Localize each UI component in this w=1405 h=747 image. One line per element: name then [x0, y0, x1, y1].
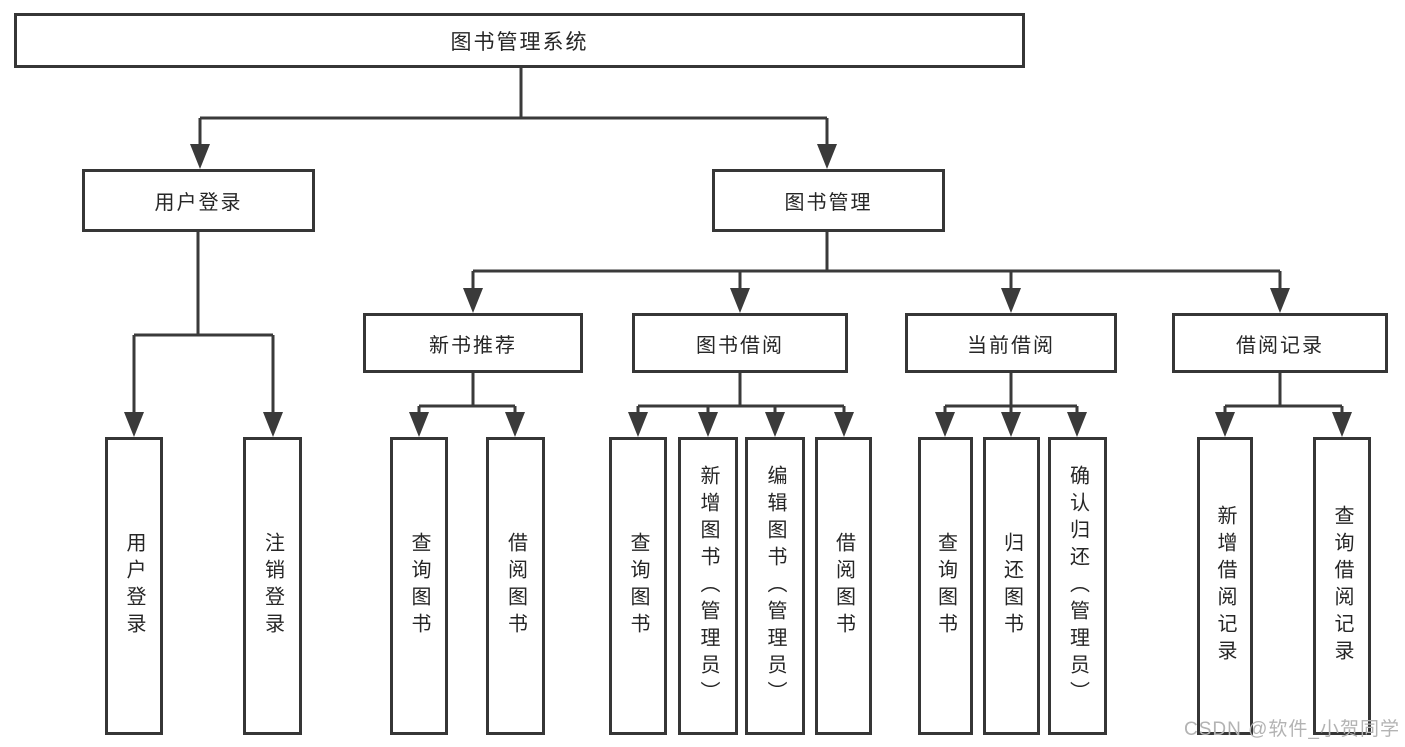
node-book-borrow: 图书借阅 [632, 313, 848, 373]
leaf-label: 查询图书 [627, 532, 649, 640]
leaf-nbr-borrow-book: 借阅图书 [486, 437, 545, 735]
leaf-bb-query-book: 查询图书 [609, 437, 667, 735]
arrowhead [628, 412, 648, 437]
arrowhead [124, 412, 144, 437]
arrowhead [190, 144, 210, 169]
leaf-label: 查询图书 [408, 532, 430, 640]
node-system-root: 图书管理系统 [14, 13, 1025, 68]
edge-root-branch [198, 68, 829, 146]
leaf-label: 确认归还（管理员） [1066, 464, 1089, 708]
edge-borrow-record-branch [1223, 373, 1344, 414]
leaf-bb-edit-book-admin: 编辑图书（管理员） [745, 437, 805, 735]
node-new-book-recommend: 新书推荐 [363, 313, 583, 373]
node-book-management: 图书管理 [712, 169, 945, 232]
arrowhead [730, 288, 750, 313]
edge-new-book-branch [417, 373, 517, 414]
edge-user-login-branch [132, 232, 275, 414]
leaf-label: 新增图书（管理员） [697, 464, 719, 708]
arrowhead [263, 412, 283, 437]
leaf-user-login: 用户登录 [105, 437, 163, 735]
edge-book-borrow-branch [636, 373, 846, 414]
leaf-bb-add-book-admin: 新增图书（管理员） [678, 437, 738, 735]
arrowhead [698, 412, 718, 437]
arrowhead [765, 412, 785, 437]
leaf-cb-return-book: 归还图书 [983, 437, 1040, 735]
leaf-cb-confirm-return-admin: 确认归还（管理员） [1048, 437, 1107, 735]
arrowhead [834, 412, 854, 437]
arrowhead [505, 412, 525, 437]
arrowhead [1067, 412, 1087, 437]
node-borrow-record: 借阅记录 [1172, 313, 1388, 373]
leaf-label: 新增借阅记录 [1214, 505, 1236, 667]
arrowhead [1215, 412, 1235, 437]
leaf-nbr-query-book: 查询图书 [390, 437, 448, 735]
arrowhead [1270, 288, 1290, 313]
leaf-br-add-record: 新增借阅记录 [1197, 437, 1253, 735]
leaf-label: 查询图书 [934, 532, 957, 640]
leaf-br-query-record: 查询借阅记录 [1313, 437, 1371, 735]
leaf-label: 借阅图书 [504, 532, 527, 640]
leaf-label: 编辑图书（管理员） [764, 464, 786, 708]
node-user-login: 用户登录 [82, 169, 315, 232]
node-current-borrow: 当前借阅 [905, 313, 1117, 373]
leaf-logout: 注销登录 [243, 437, 302, 735]
leaf-bb-borrow-book: 借阅图书 [815, 437, 872, 735]
leaf-label: 注销登录 [261, 532, 284, 640]
arrowhead [935, 412, 955, 437]
arrowhead [1001, 412, 1021, 437]
arrowhead [409, 412, 429, 437]
leaf-label: 借阅图书 [832, 532, 855, 640]
arrowhead [463, 288, 483, 313]
leaf-cb-query-book: 查询图书 [918, 437, 973, 735]
arrowhead [1332, 412, 1352, 437]
csdn-watermark: CSDN @软件_小贺同学 [1184, 719, 1400, 740]
leaf-label: 归还图书 [1000, 532, 1023, 640]
arrowhead [817, 144, 837, 169]
leaf-label: 用户登录 [123, 532, 145, 640]
arrowhead [1001, 288, 1021, 313]
leaf-label: 查询借阅记录 [1331, 505, 1353, 667]
edge-book-mgmt-branch [471, 232, 1282, 290]
edge-current-borrow-branch [943, 373, 1079, 414]
